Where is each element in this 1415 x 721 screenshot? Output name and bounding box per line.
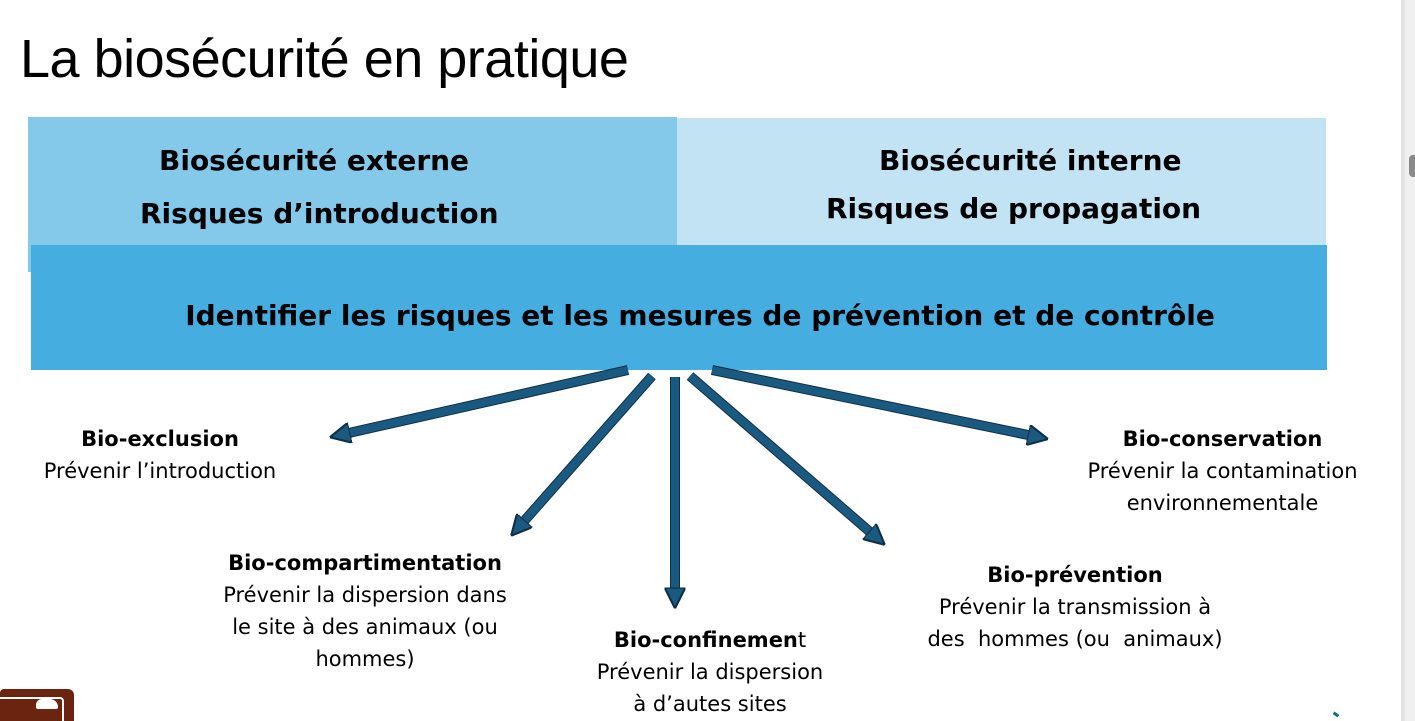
arrow-to-bio-prevention	[687, 372, 877, 538]
bio-confinement-desc-1: Prévenir la dispersion	[596, 660, 824, 684]
bio-compartimentation-desc-1: Prévenir la dispersion dans	[223, 583, 507, 607]
identify-risks-text: Identifier les risques et les mesures de…	[0, 302, 1400, 330]
bio-conservation-desc-2: environnementale	[1126, 491, 1319, 515]
arrow-to-bio-prevention-outline	[686, 372, 881, 542]
slide-title: La biosécurité en pratique	[20, 29, 629, 89]
bio-confinement-item: Bio-confinement Prévenir la dispersion à…	[560, 624, 860, 720]
bio-confinement-desc-2: à d’autes sites	[633, 692, 787, 716]
bio-conservation-item: Bio-conservation Prévenir la contaminati…	[1060, 423, 1385, 519]
bio-prevention-desc-2: des hommes (ou animaux)	[927, 627, 1223, 651]
bio-prevention-item: Bio-prévention Prévenir la transmission …	[890, 559, 1260, 655]
identify-risks-label: Identifier les risques et les mesures de…	[185, 299, 1215, 332]
pig-silhouette	[36, 699, 58, 709]
pig-sign-icon	[0, 689, 74, 721]
bio-confinement-name-tail: t	[797, 628, 807, 652]
arrow-to-bio-exclusion	[340, 366, 629, 435]
bio-conservation-desc-1: Prévenir la contamination	[1087, 459, 1358, 483]
arrow-to-bio-conservation-outline	[710, 365, 1040, 442]
bio-exclusion-item: Bio-exclusion Prévenir l’introduction	[10, 423, 310, 487]
bio-exclusion-name: Bio-exclusion	[81, 427, 239, 451]
bio-compartimentation-item: Bio-compartimentation Prévenir la disper…	[195, 547, 535, 675]
bio-compartimentation-desc-3: hommes)	[315, 647, 415, 671]
arrow-to-bio-compartimentation	[518, 373, 656, 528]
identify-risks-box	[31, 245, 1327, 370]
bio-confinement-name: Bio-confinement	[560, 624, 860, 656]
bio-prevention-desc-1: Prévenir la transmission à	[938, 595, 1212, 619]
bio-conservation-name: Bio-conservation	[1122, 427, 1323, 451]
bio-exclusion-desc: Prévenir l’introduction	[43, 459, 277, 483]
bio-prevention-name: Bio-prévention	[987, 563, 1163, 587]
vertical-scrollbar[interactable]	[1401, 0, 1415, 721]
bio-compartimentation-desc-2: le site à des animaux (ou	[232, 615, 498, 639]
internal-subtitle: Risques de propagation	[826, 192, 1202, 225]
pig-sign-border	[0, 697, 64, 721]
bio-confinement-name-bold: Bio-confinemen	[613, 628, 798, 652]
internal-biosecurity-box	[677, 118, 1326, 246]
scrollbar-thumb[interactable]	[1409, 155, 1415, 177]
external-title: Biosécurité externe	[159, 144, 470, 177]
internal-title: Biosécurité interne	[879, 144, 1182, 177]
brand-mark-icon	[1332, 711, 1340, 718]
arrow-to-bio-conservation	[711, 366, 1038, 437]
external-subtitle: Risques d’introduction	[140, 197, 499, 230]
arrow-to-bio-compartimentation-outline	[514, 372, 656, 532]
arrow-to-bio-exclusion-outline	[338, 365, 630, 440]
bio-compartimentation-name: Bio-compartimentation	[228, 551, 502, 575]
